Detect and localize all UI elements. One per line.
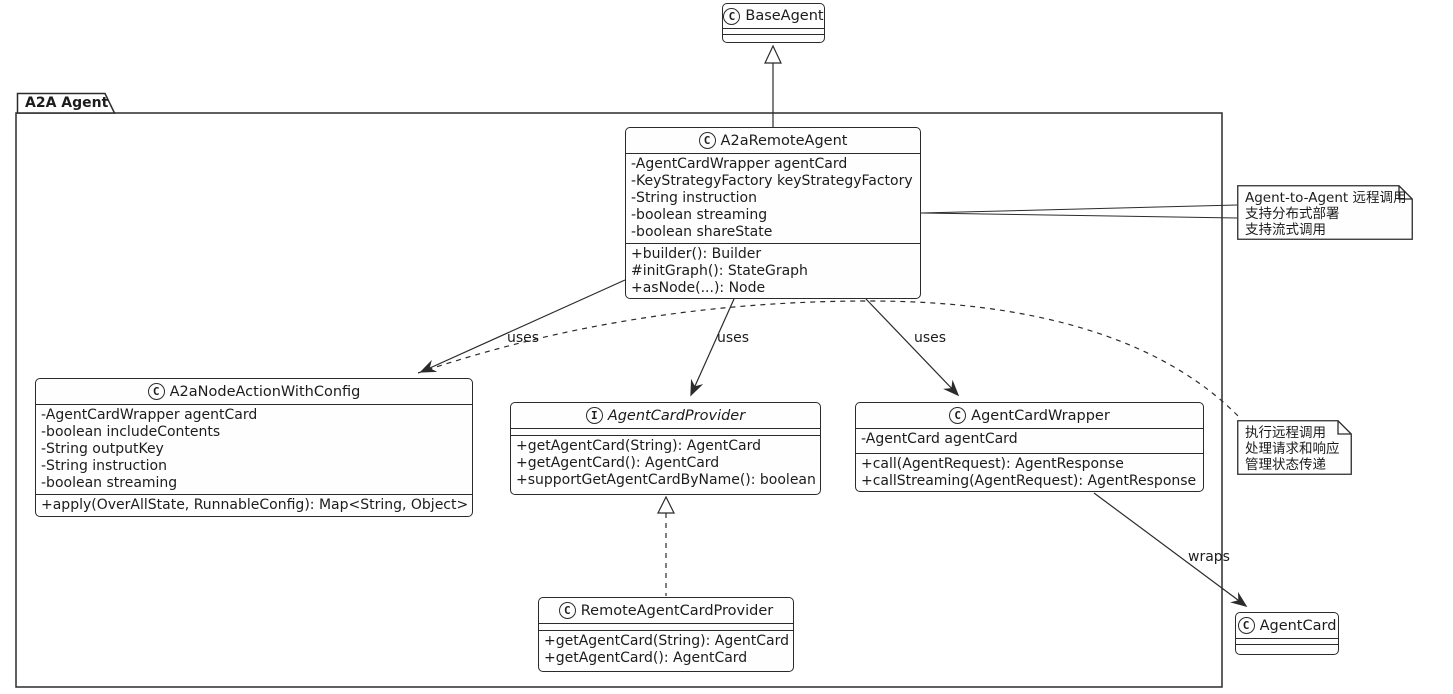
- class-title: C RemoteAgentCardProvider: [539, 598, 793, 624]
- methods-compartment: +apply(OverAllState, RunnableConfig): Ma…: [36, 495, 472, 517]
- class-icon: C: [698, 132, 716, 149]
- interface-icon: I: [585, 407, 603, 424]
- class-name: AgentCard: [1259, 617, 1337, 634]
- edge-uses-provider: [690, 298, 735, 397]
- note-line: 处理请求和响应: [1245, 441, 1340, 457]
- class-icon: C: [558, 602, 576, 619]
- interface-name: AgentCardProvider: [607, 407, 746, 424]
- class-name: RemoteAgentCardProvider: [580, 602, 774, 619]
- edge-uses-wrapper: [865, 298, 960, 397]
- edge-note-remote-agent: [920, 204, 1238, 219]
- attribute: -String instruction: [631, 190, 757, 206]
- attributes-compartment: [723, 29, 824, 35]
- class-a2a-remote-agent: C A2aRemoteAgent -AgentCardWrapper agent…: [625, 127, 921, 299]
- method: +callStreaming(AgentRequest): AgentRespo…: [861, 473, 1197, 489]
- attribute: -String outputKey: [41, 441, 164, 457]
- attribute: -AgentCard agentCard: [861, 431, 1018, 447]
- note-shape: [1237, 185, 1413, 240]
- note-line: 支持分布式部署: [1245, 206, 1340, 222]
- class-title: C AgentCardWrapper: [856, 403, 1203, 429]
- attribute: -AgentCardWrapper agentCard: [41, 407, 258, 423]
- attributes-compartment: [1236, 639, 1338, 645]
- interface-title: I AgentCardProvider: [511, 403, 820, 429]
- methods-compartment: +builder(): Builder #initGraph(): StateG…: [626, 244, 920, 300]
- note-line: 管理状态传递: [1245, 457, 1326, 473]
- methods-compartment: [723, 35, 824, 41]
- edge-implements-provider: [657, 495, 675, 596]
- method: +builder(): Builder: [631, 246, 762, 262]
- method: #initGraph(): StateGraph: [631, 263, 808, 279]
- uses-label-provider: uses: [717, 330, 750, 346]
- class-agent-card: C AgentCard: [1235, 612, 1339, 655]
- class-a2a-node-action-with-config: C A2aNodeActionWithConfig -AgentCardWrap…: [35, 378, 473, 517]
- method: +getAgentCard(): AgentCard: [516, 455, 720, 471]
- attribute: -AgentCardWrapper agentCard: [631, 156, 848, 172]
- method: +call(AgentRequest): AgentResponse: [861, 456, 1124, 472]
- class-name: A2aNodeActionWithConfig: [169, 383, 361, 400]
- note-line: 支持流式调用: [1245, 222, 1326, 238]
- methods-compartment: +getAgentCard(String): AgentCard +getAge…: [511, 436, 820, 492]
- attribute: -boolean includeContents: [41, 424, 221, 440]
- attributes-compartment: [511, 429, 820, 436]
- class-title: C BaseAgent: [723, 4, 824, 29]
- class-remote-agent-card-provider: C RemoteAgentCardProvider +getAgentCard(…: [538, 597, 794, 672]
- edge-wraps-agentcard: [1093, 492, 1248, 607]
- attributes-compartment: -AgentCardWrapper agentCard -boolean inc…: [36, 405, 472, 495]
- note-text: Agent-to-Agent 远程调用 支持分布式部署 支持流式调用: [1237, 185, 1414, 243]
- class-icon: C: [949, 407, 967, 424]
- edge-extends-baseagent: [764, 44, 782, 127]
- method: +asNode(...): Node: [631, 280, 766, 296]
- wraps-label: wraps: [1188, 549, 1230, 565]
- package-a2a-agent-outline: [15, 92, 1223, 688]
- attributes-compartment: -AgentCardWrapper agentCard -KeyStrategy…: [626, 154, 920, 244]
- attribute: -boolean streaming: [631, 207, 768, 223]
- methods-compartment: +call(AgentRequest): AgentResponse +call…: [856, 454, 1203, 493]
- attributes-compartment: [539, 624, 793, 631]
- class-agent-card-wrapper: C AgentCardWrapper -AgentCard agentCard …: [855, 402, 1204, 492]
- attributes-compartment: -AgentCard agentCard: [856, 429, 1203, 454]
- class-name: BaseAgent: [745, 8, 824, 24]
- uses-label-wrapper: uses: [914, 330, 947, 346]
- class-icon: C: [1237, 617, 1255, 634]
- method: +getAgentCard(String): AgentCard: [544, 633, 789, 649]
- note-line: 执行远程调用: [1245, 425, 1326, 441]
- note-node-action: 执行远程调用 处理请求和响应 管理状态传递: [1237, 420, 1352, 475]
- method: +getAgentCard(): AgentCard: [544, 650, 748, 666]
- note-shape: [1237, 420, 1352, 475]
- edge-uses-node-action: [419, 279, 626, 373]
- attribute: -String instruction: [41, 458, 167, 474]
- package-title: A2A Agent: [25, 95, 109, 111]
- attribute: -boolean shareState: [631, 224, 773, 240]
- methods-compartment: +getAgentCard(String): AgentCard +getAge…: [539, 631, 793, 670]
- class-title: C AgentCard: [1236, 613, 1338, 639]
- method: +supportGetAgentCardByName(): boolean: [516, 472, 816, 488]
- class-icon: C: [723, 7, 741, 25]
- edge-note-node-action: [417, 300, 1242, 420]
- attribute: -boolean streaming: [41, 475, 178, 491]
- note-text: 执行远程调用 处理请求和响应 管理状态传递: [1237, 420, 1348, 478]
- class-title: C A2aNodeActionWithConfig: [36, 379, 472, 405]
- note-line: Agent-to-Agent 远程调用: [1245, 190, 1407, 206]
- class-title: C A2aRemoteAgent: [626, 128, 920, 154]
- class-name: AgentCardWrapper: [971, 407, 1110, 424]
- note-remote-agent: Agent-to-Agent 远程调用 支持分布式部署 支持流式调用: [1237, 185, 1413, 240]
- method: +apply(OverAllState, RunnableConfig): Ma…: [41, 497, 469, 513]
- interface-agent-card-provider: I AgentCardProvider +getAgentCard(String…: [510, 402, 821, 495]
- methods-compartment: [1236, 645, 1338, 652]
- class-icon: C: [147, 383, 165, 400]
- uses-label-node-action: uses: [507, 330, 540, 346]
- class-name: A2aRemoteAgent: [720, 132, 848, 149]
- attribute: -KeyStrategyFactory keyStrategyFactory: [631, 173, 913, 189]
- method: +getAgentCard(String): AgentCard: [516, 438, 761, 454]
- class-base-agent: C BaseAgent: [722, 3, 825, 43]
